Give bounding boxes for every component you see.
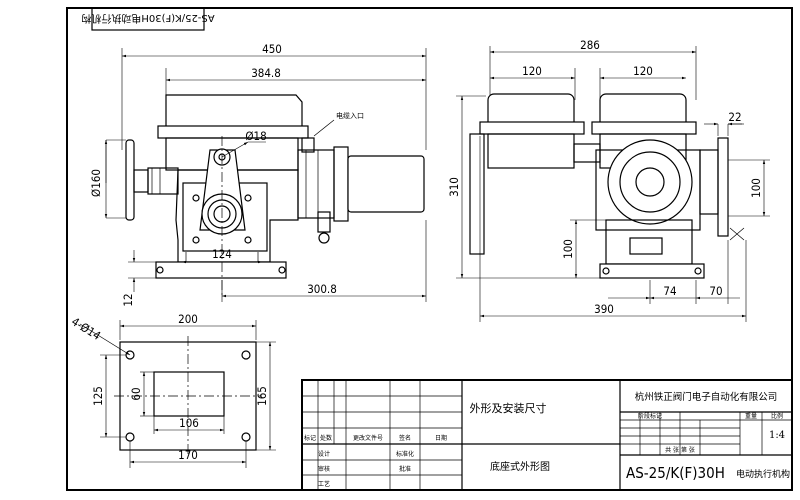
base-plate: [155, 261, 287, 279]
model-number: AS-25/K(F)30H: [626, 464, 725, 482]
dim-120-right: 120: [633, 64, 653, 78]
top-stamp: AS-25/K(F)30H电动执行机构: [81, 7, 215, 31]
dim-pin: Ø18: [245, 129, 266, 143]
company-name: 杭州铁正阀门电子自动化有限公司: [635, 391, 778, 403]
dim-holes: 4-Ø14: [69, 314, 103, 343]
tb-qty: 处数: [320, 434, 332, 442]
base-inner-cutout: [153, 371, 225, 417]
base-label: 底座式外形图: [490, 460, 550, 473]
cable-entry-label: 电缆入口: [336, 111, 364, 120]
dim-286: 286: [580, 38, 600, 52]
scale-value: 1:4: [769, 430, 785, 441]
tb-date: 日期: [435, 434, 447, 442]
dim-125: 125: [91, 386, 105, 406]
dim-shaft-100: 100: [561, 239, 575, 259]
motor-flange: [297, 149, 335, 219]
title-block: 标记 处数 更改文件号 签名 日期 设计 审核 工艺 标准化 批准 外形及安装尺…: [301, 379, 793, 491]
base-hole: [241, 350, 251, 360]
dim-70: 70: [709, 284, 722, 298]
dim-60: 60: [129, 387, 143, 400]
base-view: 200 4-Ø14 125 60 165 106: [69, 312, 276, 468]
side-base: [599, 263, 705, 279]
tb-standard: 标准化: [396, 450, 414, 458]
dim-390: 390: [594, 302, 614, 316]
model-suffix: 电动执行机构: [736, 468, 790, 480]
tb-mark: 标记: [304, 434, 316, 442]
dim-74: 74: [663, 284, 676, 298]
dim-200: 200: [178, 312, 198, 326]
tb-sheet: 共 张 第 张: [665, 446, 695, 454]
front-view: 450 384.8 Ø160 Ø18: [89, 42, 427, 307]
tb-process: 工艺: [318, 480, 330, 488]
dim-310: 310: [447, 177, 461, 197]
tb-design: 设计: [318, 450, 330, 458]
tb-ratio: 比例: [771, 412, 783, 420]
dim-170: 170: [178, 448, 198, 462]
drawing-name: 外形及安装尺寸: [470, 401, 547, 415]
top-switch-box: [165, 94, 303, 129]
dim-450: 450: [262, 42, 282, 56]
tb-weight: 重量: [745, 412, 757, 420]
tb-change: 更改文件号: [353, 434, 383, 442]
tb-sign: 签名: [399, 434, 411, 442]
dim-384-8: 384.8: [251, 66, 281, 80]
tb-approve: 批准: [399, 465, 411, 473]
motor: [347, 155, 425, 213]
side-flange: [717, 137, 729, 237]
dim-flange-100: 100: [749, 178, 763, 198]
dim-22: 22: [728, 110, 741, 124]
svg-text:AS-25/K(F)30H电动执行机构: AS-25/K(F)30H电动执行机构: [81, 12, 214, 25]
dim-120-left: 120: [522, 64, 542, 78]
tb-stage: 阶段标记: [638, 412, 662, 420]
tb-check: 审核: [318, 465, 330, 473]
dim-12: 12: [121, 293, 135, 306]
side-view: 286 120 120 22: [447, 38, 770, 322]
base-hole: [125, 432, 135, 442]
dim-106: 106: [179, 416, 199, 430]
dim-handwheel: Ø160: [89, 169, 103, 197]
base-hole: [241, 432, 251, 442]
dim-300-8: 300.8: [307, 282, 337, 296]
handwheel: [125, 139, 135, 221]
